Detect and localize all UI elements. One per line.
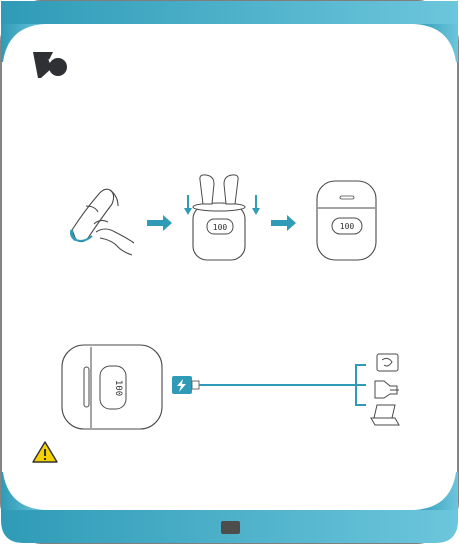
hand-removing-earbud-illustration	[72, 189, 135, 255]
case-display-text: 100	[213, 223, 228, 232]
arrow-right-icon	[147, 215, 172, 231]
usb-cable	[199, 365, 366, 405]
warning-icon	[33, 442, 57, 462]
wall-adapter-icon	[377, 354, 398, 371]
closed-case-illustration: 100	[317, 181, 376, 260]
arrow-right-icon	[271, 215, 296, 231]
case-display-text: 100	[113, 380, 123, 396]
car-charger-icon	[375, 381, 399, 398]
laptop-icon	[371, 405, 399, 425]
page-number-badge	[221, 521, 240, 534]
earbuds-into-case-illustration: 100	[184, 175, 260, 260]
case-display-text: 100	[340, 222, 355, 231]
lightning-icon	[172, 376, 199, 394]
case-front-illustration: 100	[62, 345, 162, 429]
brand-logo	[33, 52, 67, 78]
